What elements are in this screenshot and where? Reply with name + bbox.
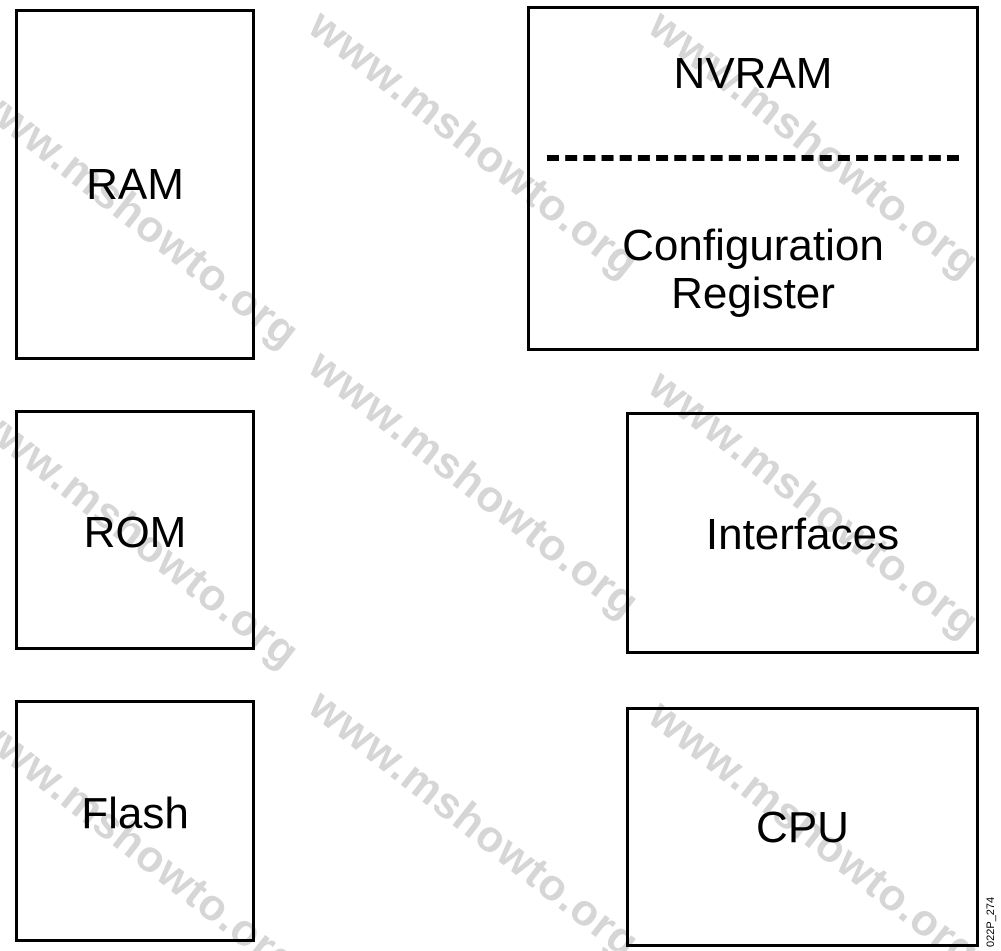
figure-id: 022P_274 bbox=[985, 896, 997, 947]
nvram-block: NVRAM Configuration Register bbox=[527, 6, 979, 351]
flash-block: Flash bbox=[15, 700, 255, 942]
nvram-divider bbox=[547, 155, 959, 161]
cpu-block: CPU bbox=[626, 707, 979, 947]
interfaces-block: Interfaces bbox=[626, 412, 979, 654]
watermark-text: www.mshowto.org bbox=[299, 680, 649, 951]
watermark-text: www.mshowto.org bbox=[299, 340, 649, 628]
interfaces-label: Interfaces bbox=[705, 510, 900, 559]
cpu-label: CPU bbox=[756, 803, 849, 852]
flash-label: Flash bbox=[81, 789, 189, 838]
configuration-register-label-line2: Register bbox=[671, 269, 835, 318]
nvram-label: NVRAM bbox=[673, 49, 833, 98]
ram-label: RAM bbox=[86, 160, 184, 209]
rom-block: ROM bbox=[15, 410, 255, 650]
ram-block: RAM bbox=[15, 9, 255, 360]
rom-label: ROM bbox=[83, 508, 187, 557]
configuration-register-label-line1: Configuration bbox=[622, 221, 884, 270]
